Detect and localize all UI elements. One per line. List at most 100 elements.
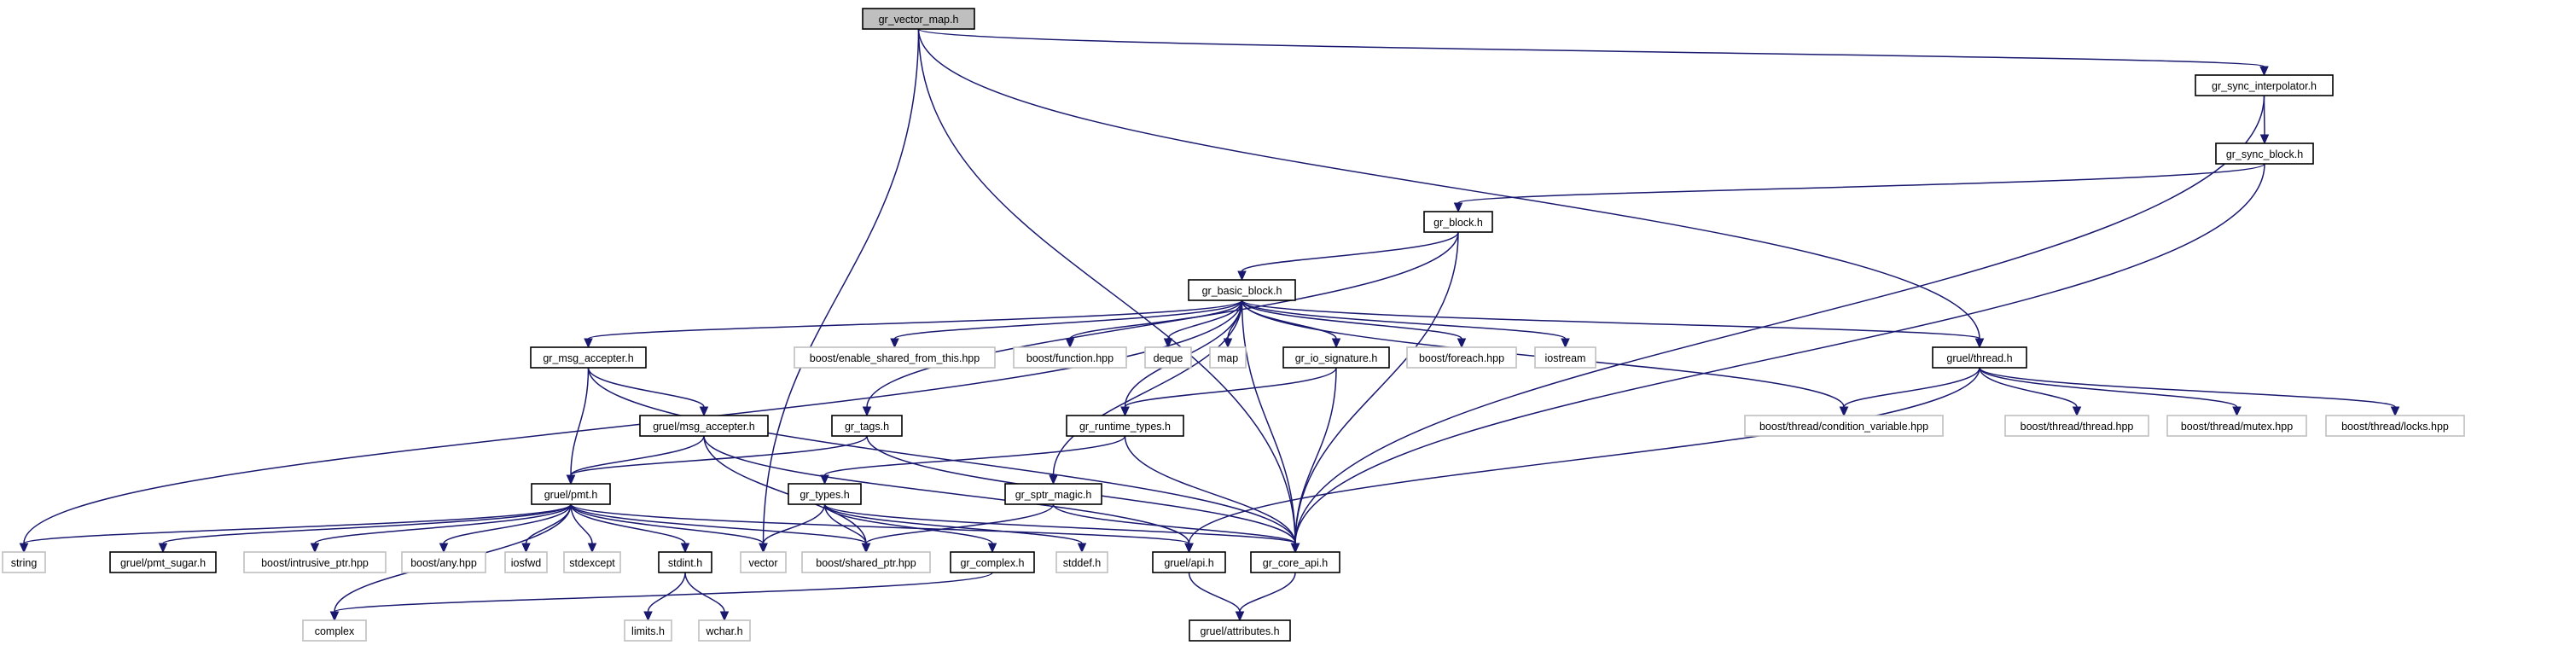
dependency-edge	[329, 572, 993, 622]
node-box	[531, 483, 611, 505]
edge-arrowhead	[987, 543, 997, 554]
edge-line	[570, 367, 590, 476]
dependency-edge	[759, 28, 920, 554]
dependency-edge	[643, 572, 686, 622]
node-label: iosfwd	[511, 557, 541, 569]
edge-arrowhead	[2390, 406, 2400, 417]
edge-line	[823, 503, 1296, 544]
dependency-edge	[1163, 299, 1243, 349]
edge-line	[865, 503, 1055, 544]
node-stddef: stddef.h	[1055, 551, 1108, 573]
node-box	[530, 346, 647, 369]
dependency-edge	[439, 503, 572, 554]
node-label: string	[11, 557, 38, 569]
edge-line	[823, 503, 993, 544]
edge-line	[1979, 367, 2396, 408]
node-tags[interactable]: gr_tags.h	[831, 415, 903, 437]
node-label: gr_core_api.h	[1263, 557, 1328, 569]
node-io-signature[interactable]: gr_io_signature.h	[1282, 346, 1390, 369]
node-box	[1250, 551, 1340, 573]
edge-arrowhead	[861, 543, 871, 554]
node-gruel-api[interactable]: gruel/api.h	[1152, 551, 1226, 573]
dependency-edge	[1241, 299, 1300, 554]
node-label: gr_msg_accepter.h	[543, 352, 633, 364]
edge-line	[1294, 231, 1459, 544]
edge-arrowhead	[1839, 406, 1849, 417]
dependency-edge	[1241, 299, 1570, 349]
node-basic-block[interactable]: gr_basic_block.h	[1188, 279, 1296, 301]
edge-arrowhead	[890, 338, 899, 349]
node-box	[862, 8, 975, 30]
node-msg-accepter[interactable]: gr_msg_accepter.h	[530, 346, 647, 369]
node-sync-interp[interactable]: gr_sync_interpolator.h	[2195, 74, 2334, 96]
node-runtime-types[interactable]: gr_runtime_types.h	[1066, 415, 1184, 437]
node-box	[831, 415, 903, 437]
node-box	[698, 619, 751, 642]
node-core-api[interactable]: gr_core_api.h	[1250, 551, 1340, 573]
node-sptr-magic[interactable]: gr_sptr_magic.h	[1004, 483, 1102, 505]
node-label: complex	[315, 625, 355, 637]
edge-arrowhead	[1237, 270, 1247, 282]
dependency-edge	[584, 299, 1243, 349]
node-types[interactable]: gr_types.h	[788, 483, 862, 505]
node-label: gr_complex.h	[960, 557, 1024, 569]
node-deque: deque	[1144, 346, 1192, 369]
node-label: gr_sptr_magic.h	[1015, 489, 1092, 501]
node-sync-block[interactable]: gr_sync_block.h	[2215, 142, 2314, 165]
node-wchar: wchar.h	[698, 619, 751, 642]
node-box	[1209, 346, 1247, 369]
node-box	[2325, 415, 2465, 437]
dependency-edge	[19, 503, 572, 554]
node-box	[504, 551, 548, 573]
node-pmt[interactable]: gruel/pmt.h	[531, 483, 611, 505]
dependency-edge	[1184, 367, 1980, 554]
edge-line	[762, 28, 920, 544]
edge-line	[1241, 299, 1980, 340]
edge-line	[1239, 572, 1296, 613]
edge-arrowhead	[820, 474, 829, 485]
node-block[interactable]: gr_block.h	[1423, 211, 1493, 233]
node-complex-h[interactable]: gr_complex.h	[950, 551, 1035, 573]
edge-line	[1124, 435, 1296, 544]
edge-arrowhead	[1331, 338, 1341, 349]
edge-arrowhead	[566, 474, 576, 485]
node-any: boost/any.hpp	[401, 551, 486, 573]
node-label: gruel/api.h	[1164, 557, 1213, 569]
edge-line	[823, 503, 867, 544]
node-box	[1055, 551, 1108, 573]
node-label: gruel/pmt.h	[544, 489, 598, 501]
node-label: gr_types.h	[800, 489, 849, 501]
node-label: boost/any.hpp	[410, 557, 477, 569]
node-label: boost/shared_ptr.hpp	[816, 557, 916, 569]
dependency-edge	[1235, 572, 1296, 622]
node-stdint[interactable]: stdint.h	[658, 551, 712, 573]
edge-line	[1052, 299, 1243, 476]
node-label: iostream	[1545, 352, 1586, 364]
edge-arrowhead	[759, 543, 768, 554]
edge-arrowhead	[699, 406, 709, 417]
node-gruel-thread[interactable]: gruel/thread.h	[1932, 346, 2027, 369]
dependency-edge	[862, 231, 1459, 417]
node-label: gruel/thread.h	[1946, 352, 2012, 364]
dependency-edge	[823, 503, 1087, 554]
dependency-edge	[890, 299, 1243, 349]
node-box	[1282, 346, 1390, 369]
node-vector-map[interactable]: gr_vector_map.h	[862, 8, 975, 30]
node-gruel-msg-accepter[interactable]: gruel/msg_accepter.h	[639, 415, 769, 437]
dependency-edge	[1979, 367, 2400, 417]
dependency-edge	[570, 503, 1194, 554]
dependency-edge	[1241, 299, 1467, 349]
edge-line	[570, 503, 686, 544]
node-mutex-hpp: boost/thread/mutex.hpp	[2166, 415, 2307, 437]
node-label: gr_runtime_types.h	[1079, 421, 1171, 433]
node-label: vector	[748, 557, 777, 569]
edge-arrowhead	[1049, 474, 1058, 485]
node-function: boost/function.hpp	[1013, 346, 1127, 369]
node-box	[2, 551, 46, 573]
node-string: string	[2, 551, 46, 573]
node-attributes[interactable]: gruel/attributes.h	[1189, 619, 1291, 642]
edge-line	[570, 503, 593, 544]
node-box	[302, 619, 367, 642]
dependency-edge	[861, 503, 1055, 554]
node-pmt-sugar[interactable]: gruel/pmt_sugar.h	[109, 551, 217, 573]
